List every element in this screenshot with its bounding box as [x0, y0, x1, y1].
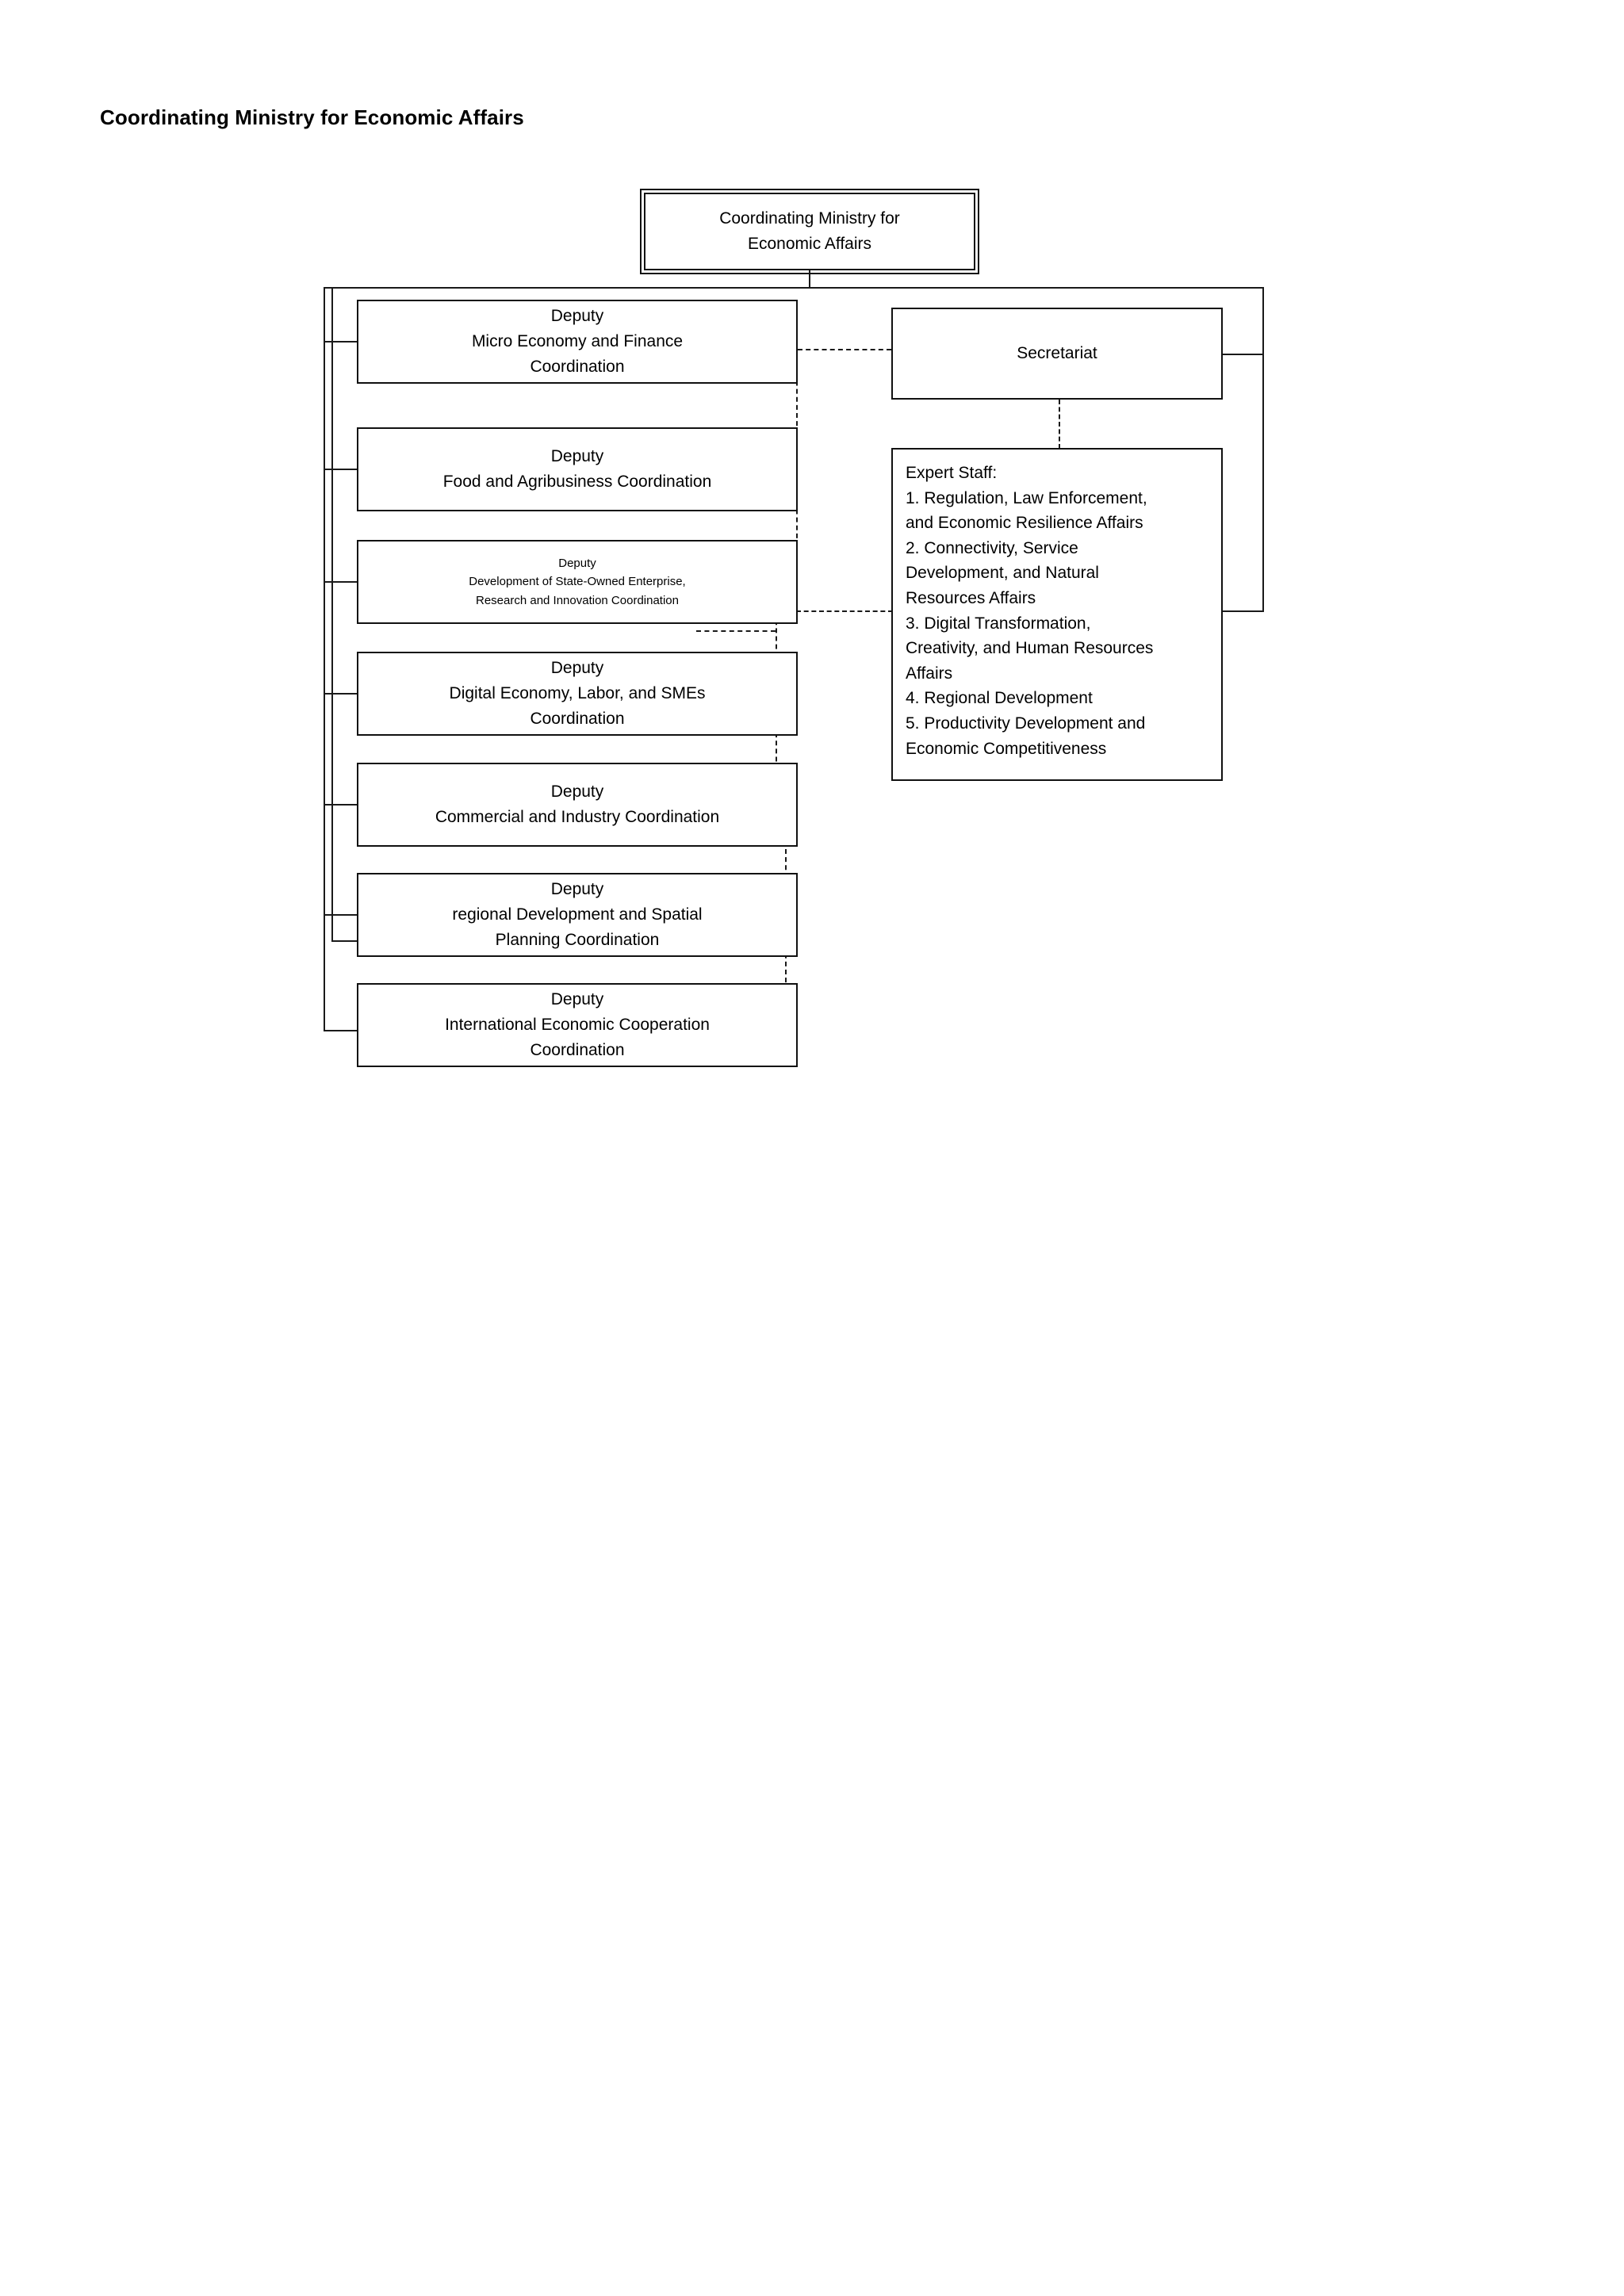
node-deputy-soe-research-innovation[interactable]: Deputy Development of State-Owned Enterp… — [357, 540, 798, 624]
expert-staff-item: 2. Connectivity, Service — [906, 538, 1078, 557]
expert-staff-item: Economic Competitiveness — [906, 739, 1107, 758]
node-root-line-1: Coordinating Ministry for — [719, 209, 900, 228]
edge-left-trunk — [324, 287, 325, 1031]
node-deputy-label: Deputy International Economic Cooperatio… — [358, 987, 796, 1063]
expert-staff-item: and Economic Resilience Affairs — [906, 514, 1143, 533]
edge-inner-branch-dep-5 — [331, 940, 358, 942]
node-deputy-commercial-industry[interactable]: Deputy Commercial and Industry Coordinat… — [357, 763, 798, 847]
expert-staff-item: 1. Regulation, Law Enforcement, — [906, 488, 1147, 507]
node-deputy-international-economic-cooperation[interactable]: Deputy International Economic Cooperatio… — [357, 983, 798, 1067]
node-deputy-label: Deputy Micro Economy and Finance Coordin… — [358, 304, 796, 380]
node-deputy-label: Deputy Development of State-Owned Enterp… — [358, 554, 796, 610]
expert-staff-item: 5. Productivity Development and — [906, 714, 1146, 733]
dashed-edge-spine-to-right-trunk — [796, 610, 893, 612]
page-title: Coordinating Ministry for Economic Affai… — [100, 105, 524, 129]
deputy-line-2: Development of State-Owned Enterprise, — [469, 575, 686, 589]
node-deputy-food-agribusiness[interactable]: Deputy Food and Agribusiness Coordinatio… — [357, 427, 798, 511]
edge-branch-secretariat — [1221, 354, 1264, 355]
deputy-line-1: Deputy — [550, 659, 604, 678]
expert-staff-item: Development, and Natural — [906, 564, 1099, 583]
deputy-line-3: Coordination — [530, 709, 625, 728]
edge-branch-dep-4 — [324, 804, 358, 806]
expert-staff-heading: Expert Staff: — [906, 464, 998, 482]
expert-staff-item: Affairs — [906, 664, 953, 683]
deputy-line-3: Coordination — [530, 1040, 625, 1059]
edge-branch-dep-1 — [324, 469, 358, 470]
dashed-edge-secretariat-expert-staff — [1059, 400, 1060, 449]
node-deputy-label: Deputy regional Development and Spatial … — [358, 877, 796, 953]
node-expert-staff[interactable]: Expert Staff: 1. Regulation, Law Enforce… — [891, 448, 1223, 781]
node-deputy-regional-development-spatial-planning[interactable]: Deputy regional Development and Spatial … — [357, 873, 798, 957]
node-deputy-digital-economy-labor-smes[interactable]: Deputy Digital Economy, Labor, and SMEs … — [357, 652, 798, 736]
node-deputy-label: Deputy Digital Economy, Labor, and SMEs … — [358, 656, 796, 732]
node-root-label: Coordinating Ministry for Economic Affai… — [645, 206, 974, 257]
edge-branch-dep-3 — [324, 693, 358, 695]
node-deputy-micro-economy-finance[interactable]: Deputy Micro Economy and Finance Coordin… — [357, 300, 798, 384]
deputy-line-1: Deputy — [558, 557, 596, 571]
expert-staff-item: 3. Digital Transformation, — [906, 614, 1091, 633]
deputy-line-1: Deputy — [550, 447, 604, 466]
deputy-line-3: Planning Coordination — [495, 930, 660, 949]
deputy-line-1: Deputy — [550, 783, 604, 802]
edge-branch-dep-0 — [324, 341, 358, 342]
node-secretariat[interactable]: Secretariat — [891, 308, 1223, 400]
deputy-line-2: International Economic Cooperation — [445, 1016, 710, 1035]
expert-staff-item: Creativity, and Human Resources — [906, 639, 1154, 658]
expert-staff-item: Resources Affairs — [906, 588, 1036, 607]
edge-branch-dep-2 — [324, 581, 358, 583]
node-secretariat-label: Secretariat — [1017, 344, 1097, 363]
deputy-line-2: Food and Agribusiness Coordination — [442, 473, 712, 491]
expert-staff-item: 4. Regional Development — [906, 689, 1093, 708]
deputy-line-2: regional Development and Spatial — [452, 905, 703, 924]
edge-main-trunk — [324, 287, 1264, 289]
deputy-line-1: Deputy — [550, 307, 604, 326]
deputy-line-2: Commercial and Industry Coordination — [435, 808, 720, 826]
deputy-line-2: Micro Economy and Finance — [471, 332, 684, 351]
deputy-line-2: Digital Economy, Labor, and SMEs — [449, 684, 706, 703]
deputy-line-3: Research and Innovation Coordination — [475, 593, 679, 607]
edge-branch-dep-5 — [324, 914, 358, 916]
node-root-line-2: Economic Affairs — [747, 235, 871, 253]
edge-branch-expert-staff — [1221, 610, 1264, 612]
edge-branch-dep-6 — [324, 1030, 358, 1031]
deputy-line-3: Coordination — [530, 357, 625, 376]
node-deputy-label: Deputy Commercial and Industry Coordinat… — [358, 779, 796, 830]
node-deputy-label: Deputy Food and Agribusiness Coordinatio… — [358, 444, 796, 495]
node-expert-staff-body: Expert Staff: 1. Regulation, Law Enforce… — [906, 461, 1221, 761]
edge-left-inner-trunk — [331, 289, 333, 940]
dashed-edge-dep-3 — [696, 630, 776, 632]
deputy-line-1: Deputy — [550, 990, 604, 1009]
dashed-edge-dep-0-secretariat — [798, 349, 891, 350]
deputy-line-1: Deputy — [550, 880, 604, 899]
edge-right-trunk — [1262, 287, 1264, 612]
node-coordinating-ministry[interactable]: Coordinating Ministry for Economic Affai… — [640, 189, 979, 274]
edge-root-stem — [809, 270, 810, 289]
